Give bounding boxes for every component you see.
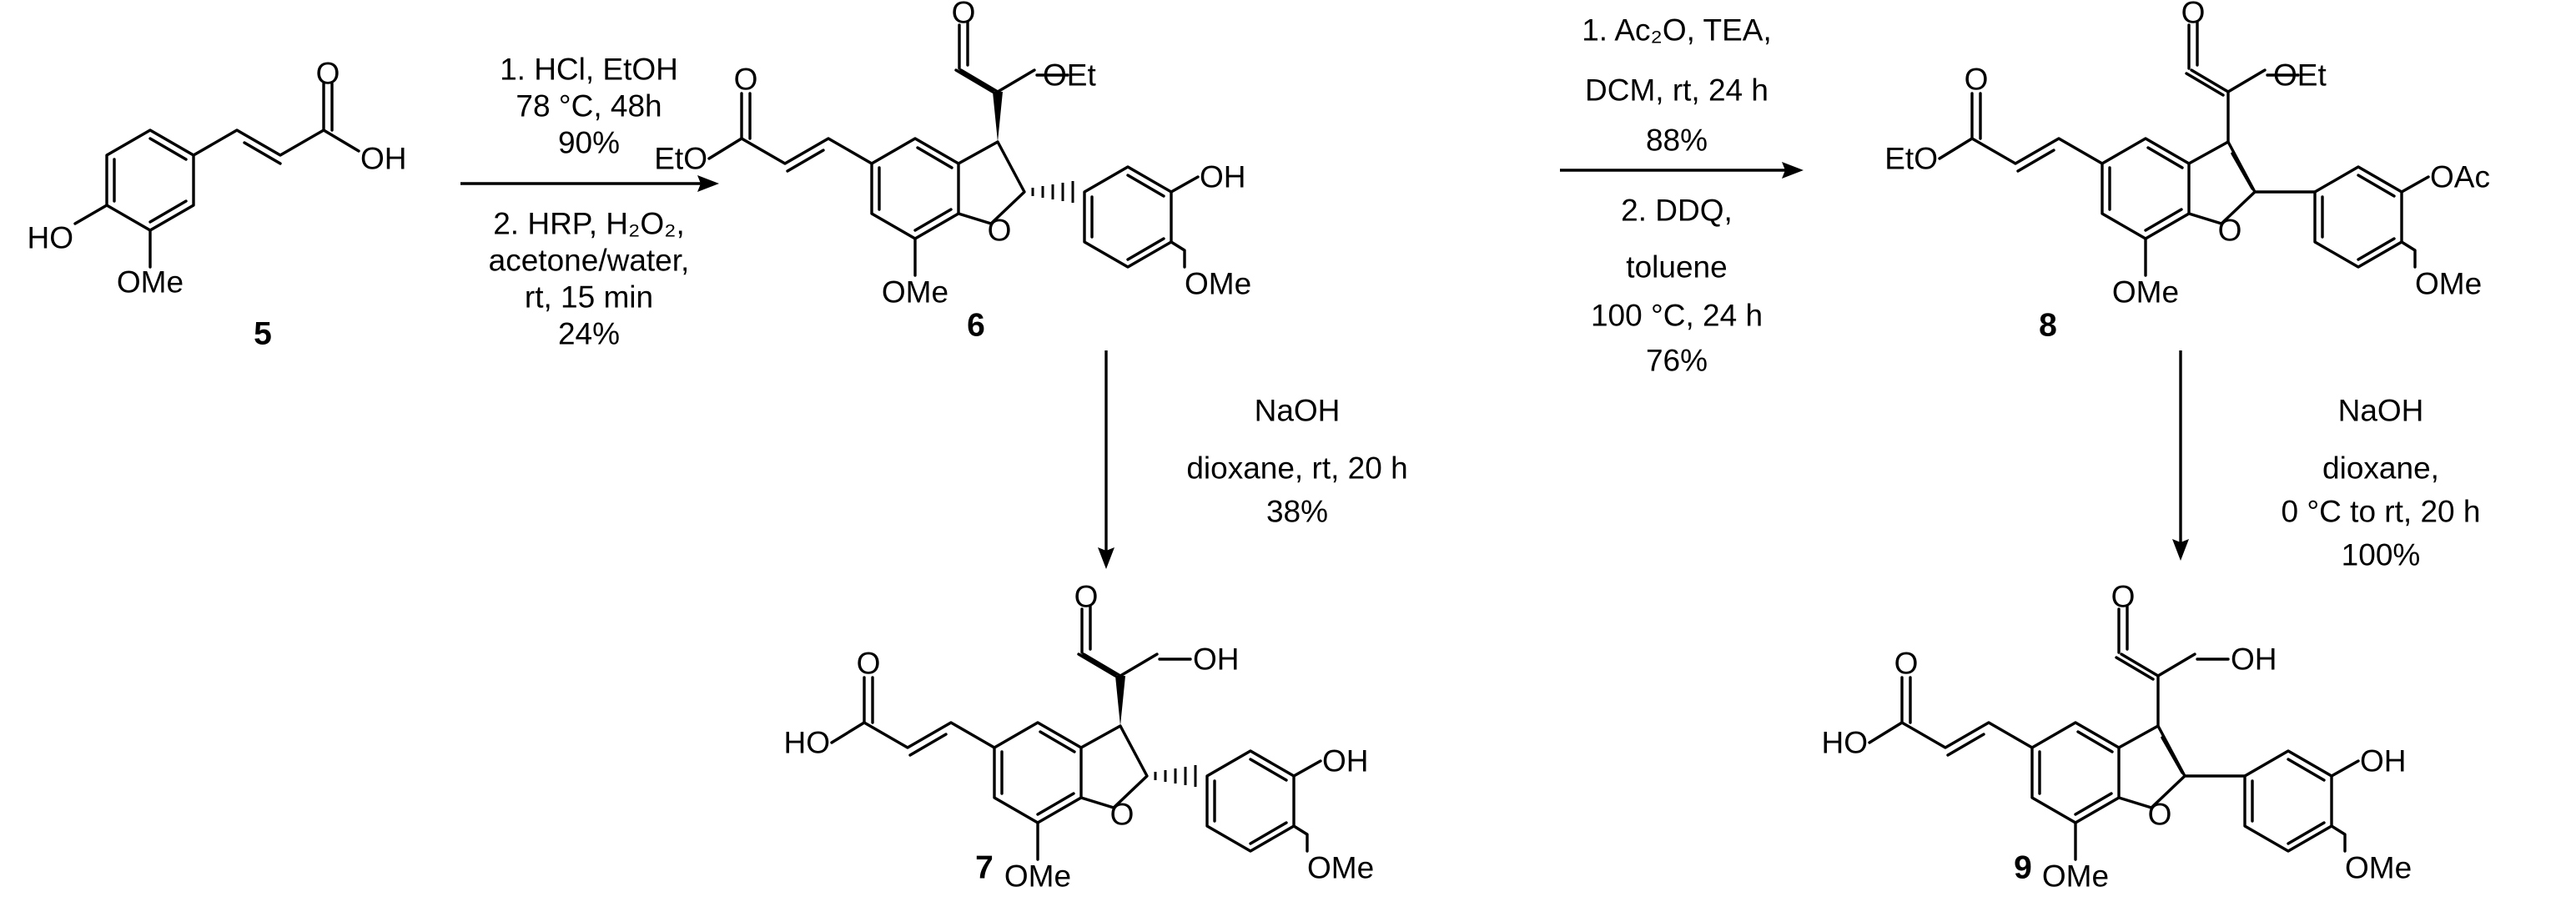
step1-condition-a1: 1. HCl, EtOH <box>500 53 678 87</box>
step1-condition-a2: 78 °C, 48h <box>516 89 662 123</box>
atom-label: OMe <box>2112 275 2179 310</box>
atom-label: O <box>2181 0 2206 30</box>
atom-label: OH <box>360 142 407 176</box>
step1-condition-b2: acetone/water, <box>489 244 690 278</box>
step3-yield-b: 76% <box>1646 344 1708 378</box>
step1-condition-b1: 2. HRP, H₂O₂, <box>493 207 685 241</box>
arrow-1 <box>460 175 719 192</box>
atom-label: OH <box>1200 160 1246 194</box>
atom-label: O <box>1110 798 1135 832</box>
atom-label: HO <box>784 726 831 760</box>
atom-label: O <box>988 214 1012 248</box>
atom-label: OAc <box>2430 160 2490 194</box>
arrow-3 <box>1560 162 1804 179</box>
step4-condition-1: NaOH <box>2338 394 2424 428</box>
atom-label: OMe <box>1185 267 1251 301</box>
step4-condition-2: dioxane, <box>2322 451 2439 486</box>
atom-label: OMe <box>117 265 184 300</box>
atom-label: OMe <box>1307 851 1374 885</box>
step2-condition-2: dioxane, rt, 20 h <box>1186 451 1407 486</box>
atom-label: O <box>316 57 340 91</box>
atom-label: OH <box>2360 744 2407 778</box>
atom-label: O <box>734 63 758 97</box>
compound-9-label: 9 <box>2014 850 2032 886</box>
step3-condition-b2: toluene <box>1626 250 1727 285</box>
atom-label: EtO <box>654 142 707 176</box>
atom-label: OH <box>1193 642 1240 677</box>
step1-yield-b: 24% <box>558 317 620 351</box>
step2-yield: 38% <box>1266 495 1328 529</box>
atom-label: OMe <box>2345 851 2412 885</box>
compound-9-structure: O HO O OH O OH OMe OMe <box>1822 580 2412 894</box>
compound-5-structure: O OH HO OMe <box>28 57 407 300</box>
atom-label: O <box>952 0 976 30</box>
arrow-4 <box>2172 350 2189 561</box>
atom-label: OMe <box>1004 859 1071 894</box>
atom-label: OH <box>1322 744 1369 778</box>
compound-6-structure: O EtO O OEt O OH OMe OMe <box>654 0 1251 310</box>
atom-label: OH <box>2231 642 2277 677</box>
atom-label: O <box>1965 63 1989 97</box>
step3-condition-a1: 1. Ac₂O, TEA, <box>1582 13 1772 48</box>
atom-label: O <box>1894 647 1919 681</box>
atom-label: OEt <box>2273 58 2327 93</box>
compound-7-label: 7 <box>975 850 994 886</box>
compound-8-structure: O EtO O OEt O OAc OMe OMe <box>1884 0 2490 310</box>
step1-yield-a: 90% <box>558 126 620 160</box>
atom-label: OEt <box>1043 58 1096 93</box>
step3-yield-a: 88% <box>1646 123 1708 158</box>
compound-7-structure: O HO O OH O OH OMe OMe <box>784 580 1375 894</box>
step3-condition-b3: 100 °C, 24 h <box>1591 299 1763 333</box>
compound-8-label: 8 <box>2039 308 2057 344</box>
step4-condition-3: 0 °C to rt, 20 h <box>2282 495 2481 529</box>
step4-yield: 100% <box>2342 538 2421 572</box>
atom-label: O <box>2148 798 2172 832</box>
atom-label: OMe <box>2415 267 2482 301</box>
atom-label: O <box>857 647 881 681</box>
step3-condition-b1: 2. DDQ, <box>1621 194 1733 228</box>
atom-label: EtO <box>1884 142 1938 176</box>
step3-condition-a2: DCM, rt, 24 h <box>1585 73 1768 108</box>
atom-label: OMe <box>2042 859 2109 894</box>
atom-label: O <box>2111 580 2136 614</box>
atom-label: O <box>2218 214 2242 248</box>
compound-5-label: 5 <box>254 316 272 352</box>
atom-label: HO <box>28 221 74 255</box>
atom-label: O <box>1074 580 1099 614</box>
step1-condition-b3: rt, 15 min <box>525 280 653 315</box>
step2-condition-1: NaOH <box>1255 394 1341 428</box>
compound-6-label: 6 <box>967 308 985 344</box>
atom-label: OMe <box>882 275 948 310</box>
atom-label: HO <box>1822 726 1869 760</box>
arrow-2 <box>1098 350 1114 569</box>
